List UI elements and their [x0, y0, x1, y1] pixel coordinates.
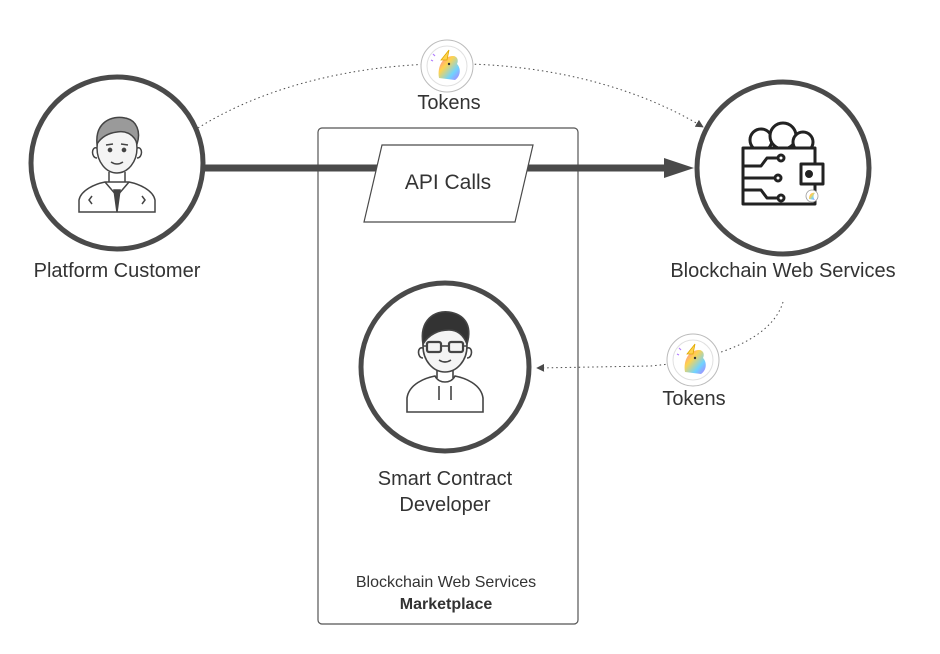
tokens-top-badge: Tokens: [417, 39, 481, 114]
tokens-bottom-badge: Tokens: [662, 333, 726, 410]
smart-contract-developer-node: Smart Contract Developer: [358, 280, 532, 516]
unicorn-token-icon: [666, 333, 720, 387]
api-calls-shape: [363, 144, 534, 223]
developer-label-line1: Smart Contract: [378, 468, 513, 490]
blockchain-web-services-node: Blockchain Web Services: [670, 79, 896, 282]
developer-label-line2: Developer: [399, 494, 491, 516]
tokens-bottom-label: Tokens: [662, 388, 725, 410]
tokens-top-label: Tokens: [417, 92, 480, 114]
marketplace-subtitle: Marketplace: [400, 596, 493, 613]
mini-unicorn-token-icon: [805, 189, 819, 203]
unicorn-token-icon: [420, 39, 474, 93]
crypto-wallet-icon: [741, 121, 825, 206]
tokens-top-edge: [197, 63, 704, 129]
developer-glasses-icon: [406, 311, 484, 413]
api-calls-label: API Calls: [405, 171, 491, 194]
platform-customer-label: Platform Customer: [34, 260, 201, 282]
api-calls-node: API Calls: [363, 144, 534, 223]
businessman-icon: [78, 116, 156, 213]
marketplace-title: Blockchain Web Services: [356, 574, 536, 591]
platform-customer-node: Platform Customer: [28, 74, 206, 282]
blockchain-label: Blockchain Web Services: [670, 260, 895, 282]
